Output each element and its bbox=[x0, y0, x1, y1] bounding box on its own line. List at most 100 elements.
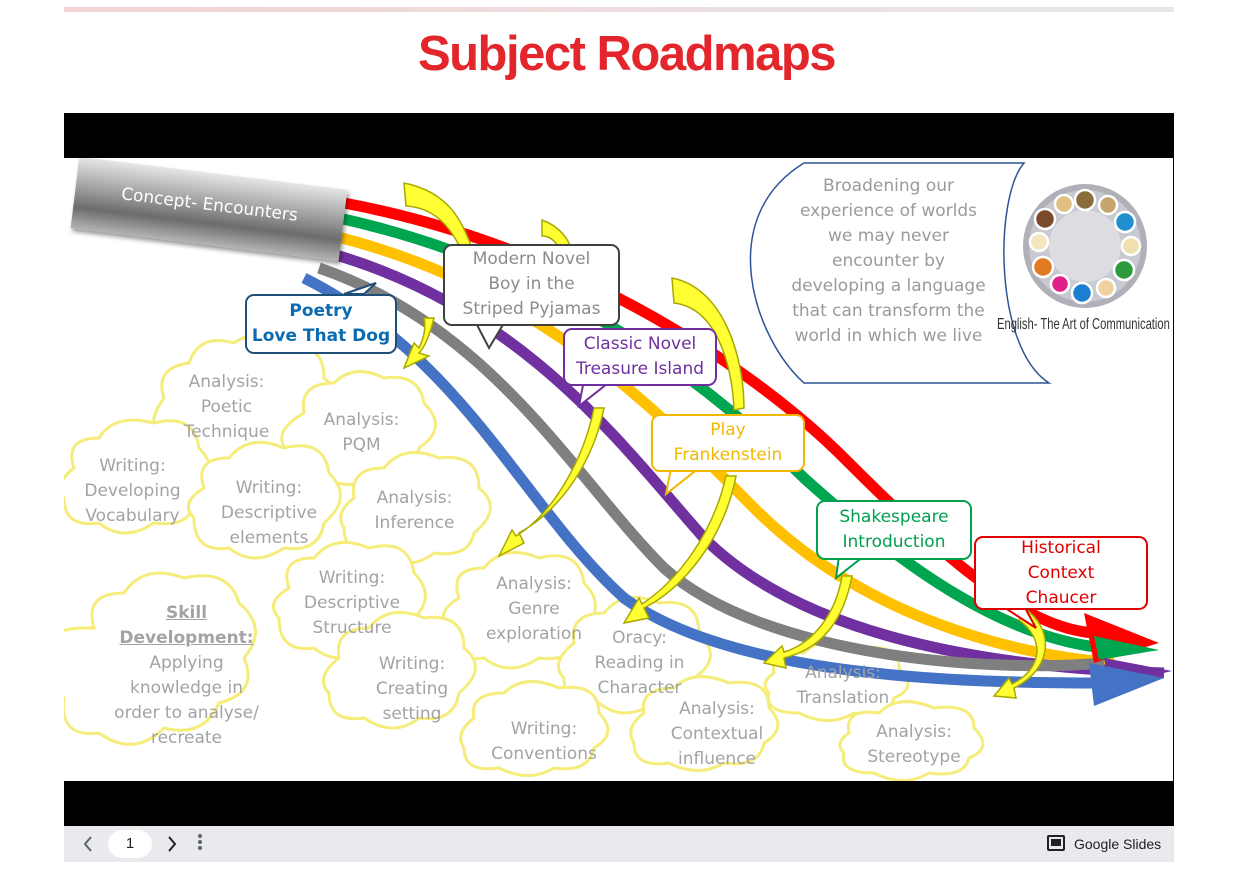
arrowhead-blue bbox=[1089, 663, 1164, 706]
band-grey bbox=[317, 262, 1105, 672]
curved-arrow bbox=[762, 575, 853, 669]
arrowhead-green bbox=[1094, 636, 1159, 660]
cloud bbox=[838, 700, 985, 781]
cloud-line: Applying bbox=[149, 653, 224, 673]
cloud-text: Oracy: Reading in Character bbox=[582, 626, 697, 701]
cloud-line: Writing: bbox=[378, 654, 446, 674]
cloud-text: Analysis: Genre exploration bbox=[474, 572, 594, 647]
google-slides-icon[interactable] bbox=[1047, 835, 1065, 851]
cloud-line: setting bbox=[382, 704, 442, 724]
unit-line: Historical bbox=[1021, 538, 1101, 558]
cloud-text: Analysis: Translation bbox=[784, 661, 902, 711]
cloud-text: Analysis: Contextual influence bbox=[657, 697, 777, 772]
cloud-line: Conventions bbox=[491, 744, 597, 764]
cloud-line-heading: Development: bbox=[119, 628, 254, 648]
cloud-line: Genre bbox=[508, 599, 560, 619]
top-divider bbox=[64, 7, 1174, 12]
google-slides-link[interactable]: Google Slides bbox=[1074, 836, 1162, 852]
cloud-line: Writing: bbox=[235, 478, 303, 498]
cloud-line: Oracy: bbox=[612, 628, 667, 648]
cloud-text: Writing: Conventions bbox=[484, 717, 604, 767]
unit-line: Context bbox=[1027, 563, 1095, 583]
roadmap-graphic bbox=[64, 162, 1172, 781]
more-vert-icon[interactable] bbox=[196, 834, 204, 852]
cloud-line: exploration bbox=[485, 624, 583, 644]
english-logo-icon bbox=[1023, 184, 1147, 308]
cloud-text: Analysis: Poetic Technique bbox=[164, 370, 289, 445]
page-number-input[interactable]: 1 bbox=[108, 830, 152, 858]
chevron-right-icon[interactable] bbox=[166, 834, 178, 859]
band-arrowheads bbox=[1084, 613, 1172, 706]
cloud-line: order to analyse/ bbox=[114, 703, 259, 723]
cloud-text: Analysis: PQM bbox=[304, 408, 419, 458]
cloud-line: Poetic bbox=[200, 397, 253, 417]
curved-arrow bbox=[622, 475, 737, 625]
cloud bbox=[64, 571, 257, 746]
cloud-line: Creating bbox=[375, 679, 449, 699]
unit-line: Treasure Island bbox=[575, 359, 705, 379]
unit-shakespeare: Shakespeare Introduction bbox=[816, 500, 972, 560]
unit-classic-novel: Classic Novel Treasure Island bbox=[563, 328, 717, 386]
curved-arrow bbox=[497, 407, 605, 558]
cloud-line: Character bbox=[597, 678, 682, 698]
cloud-text: Writing: Creating setting bbox=[352, 652, 472, 727]
curved-arrow bbox=[992, 606, 1047, 699]
cloud-line: Analysis: bbox=[805, 663, 881, 683]
unit-line: Boy in the bbox=[488, 274, 575, 294]
unit-line: Chaucer bbox=[1025, 588, 1097, 608]
cloud-text: Writing: Descriptive elements bbox=[209, 476, 329, 551]
page-title: Subject Roadmaps bbox=[417, 27, 837, 81]
cloud-line-heading: Skill bbox=[165, 603, 208, 623]
scroll-banner bbox=[749, 162, 1052, 384]
cloud-line: Structure bbox=[312, 618, 392, 638]
cloud bbox=[186, 440, 342, 560]
cloud-text: Writing: Developing Vocabulary bbox=[70, 454, 195, 529]
cloud-line: Writing: bbox=[318, 568, 386, 588]
unit-line: Classic Novel bbox=[583, 334, 697, 354]
cloud bbox=[321, 610, 477, 730]
unit-line: Frankenstein bbox=[673, 445, 783, 465]
unit-poetry: Poetry Love That Dog bbox=[245, 294, 397, 354]
unit-historical-context: Historical Context Chaucer bbox=[974, 536, 1148, 610]
curved-arrow bbox=[402, 317, 435, 370]
cloud-text: Analysis: Stereotype bbox=[854, 720, 974, 770]
unit-play: Play Frankenstein bbox=[651, 414, 805, 472]
slides-toolbar: 1 Google Slides bbox=[64, 826, 1174, 862]
cloud-text-skill-development: Skill Development: Applying knowledge in… bbox=[104, 601, 269, 751]
cloud-text: Writing: Descriptive Structure bbox=[292, 566, 412, 641]
cloud-line: Analysis: bbox=[679, 699, 755, 719]
cloud-line: Technique bbox=[183, 422, 270, 442]
concept-label: Concept- Encounters bbox=[120, 184, 299, 226]
cloud-line: Translation bbox=[796, 688, 890, 708]
unit-line: Introduction bbox=[842, 532, 946, 552]
cloud-line: Developing bbox=[84, 481, 181, 501]
unit-line: Striped Pyjamas bbox=[462, 299, 601, 319]
cloud-line: Descriptive bbox=[303, 593, 401, 613]
unit-line: Shakespeare bbox=[839, 507, 949, 527]
cloud-line: Analysis: bbox=[188, 372, 265, 392]
cloud-text: Analysis: Inference bbox=[357, 486, 472, 536]
unit-line: Modern Novel bbox=[472, 249, 591, 269]
unit-line: Love That Dog bbox=[251, 326, 391, 346]
cloud-line: Inference bbox=[374, 513, 455, 533]
logo-caption: English- The Art of Communication bbox=[997, 316, 1170, 333]
cloud-line: Writing: bbox=[99, 456, 166, 476]
scroll-text: Broadening our experience of worlds we m… bbox=[791, 176, 986, 346]
cloud bbox=[459, 680, 610, 777]
unit-line: Poetry bbox=[289, 301, 353, 321]
chevron-left-icon[interactable] bbox=[82, 834, 94, 859]
yellow-arrows bbox=[402, 182, 1047, 699]
cloud-line: knowledge in bbox=[129, 678, 244, 698]
band-blue bbox=[301, 273, 1105, 689]
skill-clouds bbox=[64, 332, 985, 781]
unit-line: Play bbox=[710, 420, 746, 440]
cloud-line: Descriptive bbox=[220, 503, 318, 523]
cloud-line: Analysis: bbox=[876, 722, 952, 742]
cloud-line: Contextual bbox=[670, 724, 764, 744]
cloud bbox=[629, 675, 780, 772]
cloud-line: elements bbox=[229, 528, 309, 548]
cloud-line: influence bbox=[677, 749, 757, 769]
cloud-line: Vocabulary bbox=[85, 506, 180, 526]
unit-modern-novel: Modern Novel Boy in the Striped Pyjamas bbox=[443, 244, 620, 326]
slide-canvas: Concept- Encounters Broadening our exper… bbox=[64, 158, 1173, 781]
